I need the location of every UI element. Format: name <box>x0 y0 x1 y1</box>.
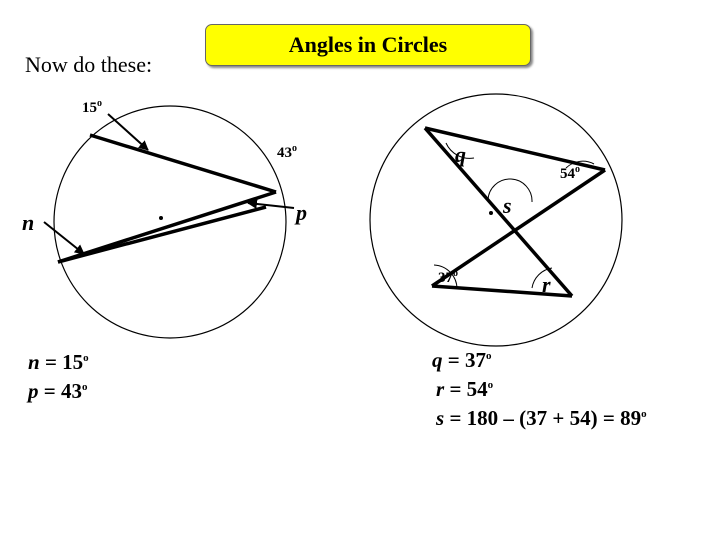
left-chord-top <box>89 133 277 194</box>
arrow-p <box>247 199 295 209</box>
answer-p: p = 43o <box>28 379 88 403</box>
arrow-15 <box>107 113 149 151</box>
answers-left: n = 15o p = 43o <box>28 346 89 404</box>
answer-n: n = 15o <box>28 350 89 374</box>
arc-q <box>445 142 475 159</box>
right-line-top <box>424 126 606 172</box>
title-box: Angles in Circles <box>205 24 531 66</box>
left-circle <box>53 105 287 339</box>
answers-right: q = 37o r = 54o s = 180 – (37 + 54) = 89… <box>432 344 647 431</box>
left-chord-bottom <box>57 205 267 264</box>
intro-text: Now do these: <box>25 52 153 77</box>
right-line-diag2 <box>431 168 606 288</box>
label-43: 43o <box>277 143 297 161</box>
label-r: r <box>542 272 551 297</box>
arrow-n <box>43 221 85 255</box>
answer-s: s = 180 – (37 + 54) = 89o <box>436 406 647 430</box>
dot-right <box>489 211 493 215</box>
title-text: Angles in Circles <box>288 32 448 57</box>
label-54: 54o <box>560 164 580 182</box>
label-37: 37o <box>438 268 458 286</box>
label-15: 15o <box>82 98 102 116</box>
answer-r: r = 54o <box>436 377 494 401</box>
arc-54 <box>565 160 595 169</box>
answer-q: q = 37o <box>432 348 492 372</box>
right-line-bottom <box>431 284 573 298</box>
right-line-diag1 <box>423 126 574 298</box>
left-chord-middle <box>57 190 277 264</box>
label-n: n <box>22 210 34 235</box>
label-q: q <box>455 142 466 167</box>
label-s: s <box>502 193 512 218</box>
right-circle <box>369 93 623 347</box>
arc-s <box>487 178 533 203</box>
label-p: p <box>294 200 307 225</box>
dot-left <box>159 216 163 220</box>
